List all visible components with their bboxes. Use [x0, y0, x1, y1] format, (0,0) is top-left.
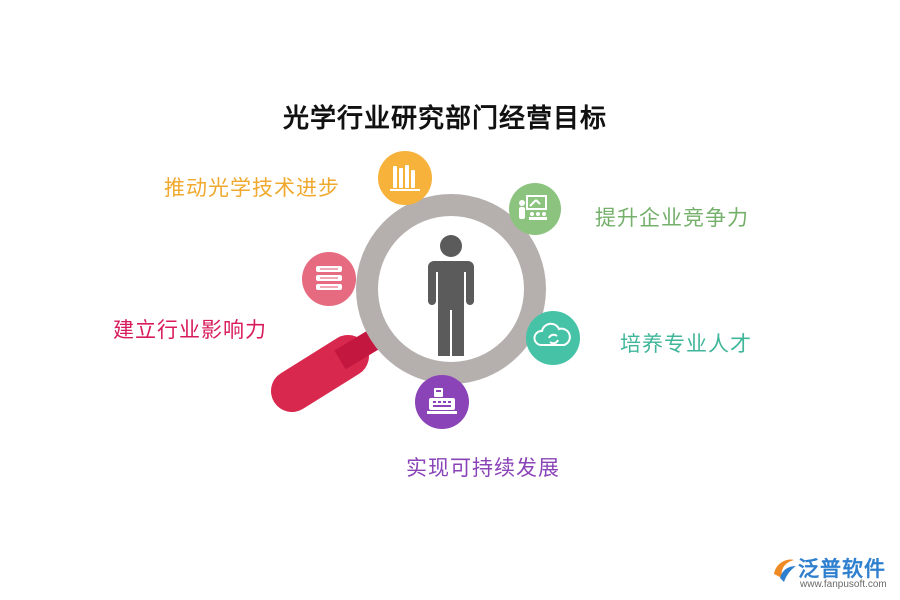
brand-logo: 泛普软件 www.fanpusoft.com [770, 552, 895, 594]
brand-url: www.fanpusoft.com [800, 579, 887, 590]
person-icon [428, 235, 474, 356]
books-icon [390, 165, 420, 191]
goal-label-5: 实现可持续发展 [406, 456, 560, 480]
magnifier-handle [271, 327, 384, 412]
cloud-sync-icon [533, 322, 571, 346]
goal-2-badge [509, 183, 561, 235]
diagram-title: 光学行业研究部门经营目标 [282, 104, 607, 134]
goal-label-2: 提升企业竞争力 [595, 206, 749, 230]
logo-mark-icon [774, 559, 796, 582]
goal-label-1: 推动光学技术进步 [164, 176, 340, 200]
goal-label-3: 建立行业影响力 [113, 318, 267, 342]
goal-1-badge [378, 151, 432, 205]
goal-3-badge [302, 252, 356, 306]
goal-4-badge [526, 311, 580, 365]
presentation-icon [526, 195, 547, 210]
goal-label-4: 培养专业人才 [620, 332, 752, 356]
brand-name: 泛普软件 [798, 557, 886, 581]
goal-5-badge [415, 375, 469, 429]
stacked-books-icon [316, 266, 342, 290]
